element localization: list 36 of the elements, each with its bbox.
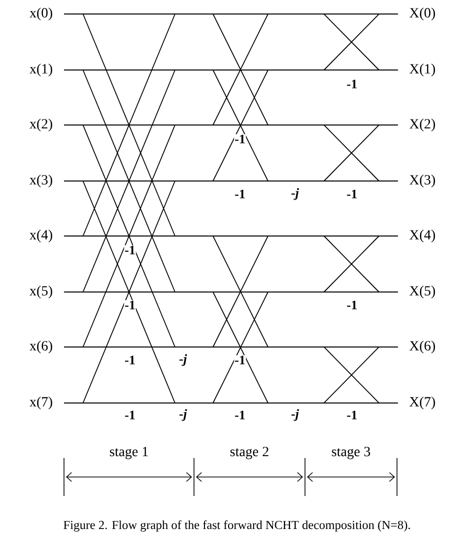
signal-label: x(2) xyxy=(30,118,52,132)
signal-label: x(3) xyxy=(30,174,52,188)
signal-label: X(0) xyxy=(410,8,435,20)
signal-label: X(3) xyxy=(410,174,435,188)
multiplier-label: -1 xyxy=(124,410,136,420)
multiplier-label: -j xyxy=(178,408,188,422)
multiplier-label: -1 xyxy=(124,300,136,310)
signal-label: x(5) xyxy=(30,286,52,298)
signal-label: X(7) xyxy=(410,396,435,410)
multiplier-label: -j xyxy=(290,188,300,200)
multiplier-label: -1 xyxy=(346,410,358,420)
signal-label: x(0) xyxy=(30,8,52,20)
signal-label: x(7) xyxy=(30,396,52,410)
signal-label: x(6) xyxy=(30,340,52,354)
signal-label: X(1) xyxy=(410,64,435,76)
signal-label: X(4) xyxy=(410,230,435,242)
signal-label: X(5) xyxy=(410,286,435,298)
multiplier-label: -1 xyxy=(234,134,246,144)
signal-label: X(2) xyxy=(410,118,435,132)
signal-label: x(1) xyxy=(30,64,52,76)
multiplier-label: -1 xyxy=(346,79,358,89)
multiplier-label: -1 xyxy=(124,245,136,255)
stage-label: stage 3 xyxy=(332,446,370,460)
multiplier-label: -j xyxy=(178,354,188,366)
signal-label: x(4) xyxy=(30,230,52,242)
stage-label: stage 2 xyxy=(230,446,268,460)
multiplier-label: -j xyxy=(290,408,300,422)
multiplier-label: -1 xyxy=(124,355,136,365)
caption: Figure 2. Flow graph of the fast forward NCHT decomposition (N=8). xyxy=(64,520,410,532)
stage-label: stage 1 xyxy=(110,446,148,460)
multiplier-label: -1 xyxy=(234,355,246,365)
signal-label: X(6) xyxy=(410,340,435,354)
multiplier-label: -1 xyxy=(346,300,358,310)
multiplier-label: -1 xyxy=(346,189,358,199)
multiplier-label: -1 xyxy=(234,189,246,199)
multiplier-label: -1 xyxy=(234,410,246,420)
